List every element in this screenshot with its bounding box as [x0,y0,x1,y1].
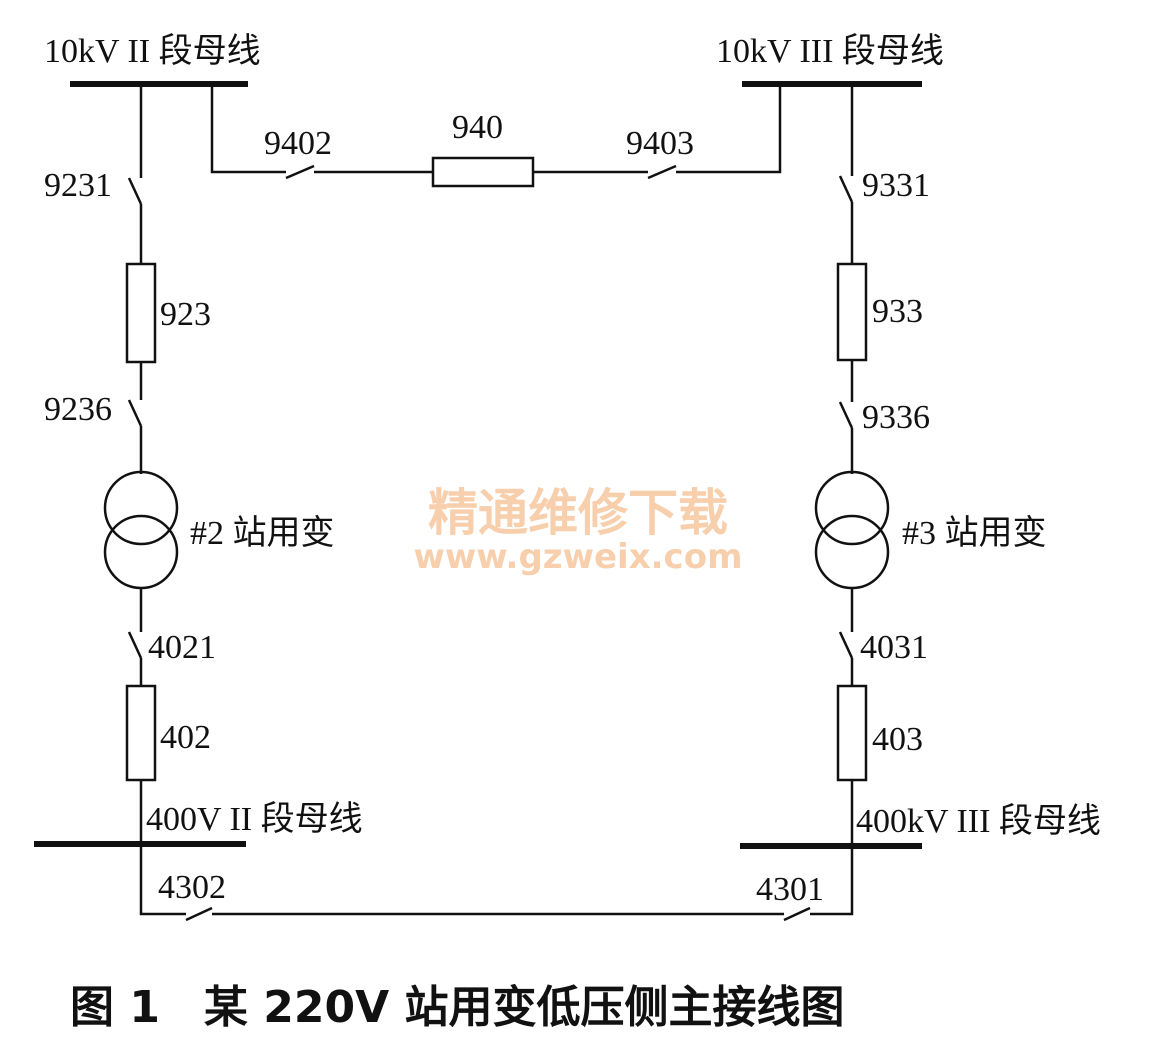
label-breaker-923: 923 [160,296,211,333]
label-switch-9336: 9336 [862,399,930,436]
label-switch-9402: 9402 [264,125,332,162]
label-breaker-940: 940 [452,109,503,146]
label-switch-9231: 9231 [44,167,112,204]
switch-4301 [783,906,811,922]
left-feeder [103,84,179,844]
label-bus-400v-iii: 400kV III 段母线 [856,802,1101,840]
lv-tie-line [139,844,854,922]
right-feeder [814,84,890,846]
switch-9236 [127,399,143,427]
label-breaker-402: 402 [160,719,211,756]
switch-4021 [127,631,143,659]
switch-9336 [838,401,854,429]
label-transformer-2: #2 站用变 [190,514,335,552]
label-breaker-933: 933 [872,293,923,330]
hv-tie-line [210,84,782,188]
switch-4031 [838,631,854,659]
watermark-title: 精通维修下载 [428,484,728,542]
label-switch-4302: 4302 [158,869,226,906]
watermark-url: www.gzweix.com [413,537,742,577]
breaker-402 [125,684,157,782]
label-switch-9331: 9331 [862,167,930,204]
breaker-923 [125,262,157,364]
transformer-3 [814,470,890,590]
label-bus-400v-ii: 400V II 段母线 [146,800,363,838]
label-transformer-3: #3 站用变 [902,514,1047,552]
label-bus-10kv-ii: 10kV II 段母线 [44,32,261,70]
switch-4302 [185,906,213,922]
label-switch-9403: 9403 [626,125,694,162]
label-switch-4301: 4301 [756,871,824,908]
switch-9331 [838,175,854,203]
switch-9402 [285,164,315,180]
label-switch-4031: 4031 [860,629,928,666]
label-switch-9236: 9236 [44,391,112,428]
label-bus-10kv-iii: 10kV III 段母线 [716,32,944,70]
breaker-403 [836,684,868,782]
switch-9231 [127,177,143,205]
label-breaker-403: 403 [872,721,923,758]
label-switch-4021: 4021 [148,629,216,666]
breaker-940 [431,156,535,188]
breaker-933 [836,262,868,362]
figure-caption: 图 1 某 220V 站用变低压侧主接线图 [70,982,844,1033]
transformer-2 [103,470,179,590]
switch-9403 [647,164,677,180]
